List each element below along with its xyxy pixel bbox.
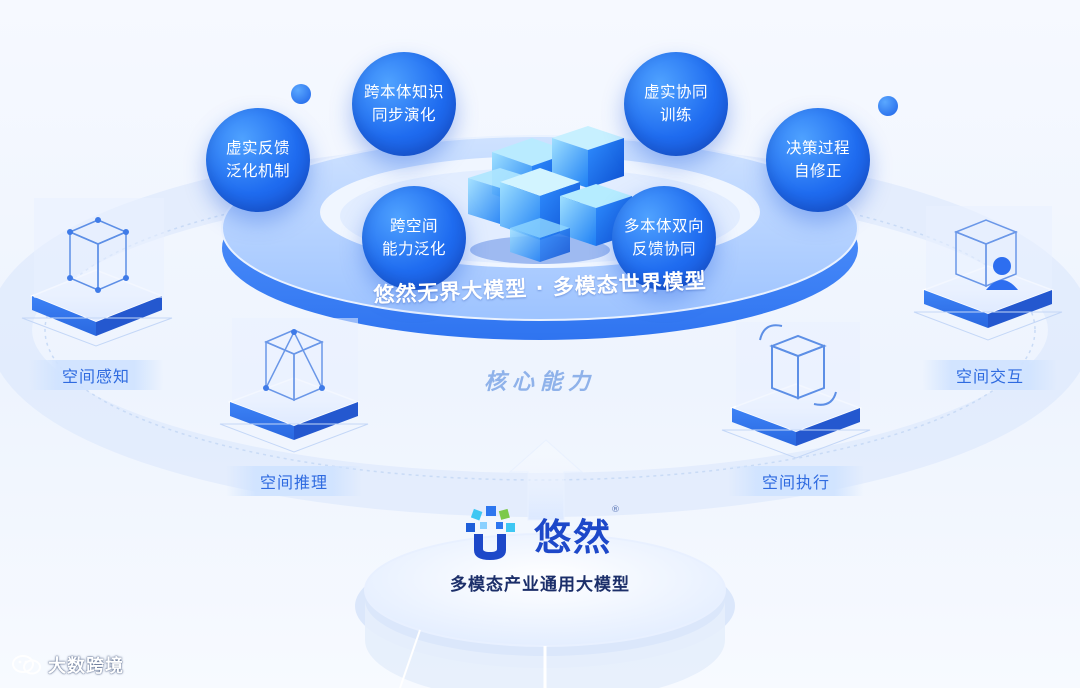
feature-bubble-knowledge: 跨本体知识 同步演化 (352, 52, 456, 156)
feature-bubble-decision: 决策过程 自修正 (766, 108, 870, 212)
feature-line: 反馈协同 (631, 240, 696, 258)
wechat-icon (12, 655, 41, 675)
capability-label-reasoning: 空间推理 (226, 466, 362, 496)
brand-subtitle: 多模态产业通用大模型 (450, 575, 630, 595)
feature-line: 跨空间 (389, 217, 438, 235)
feature-line: 训练 (659, 106, 692, 124)
feature-line: 虚实协同 (643, 83, 708, 101)
watermark-text: 大数跨境 (48, 656, 124, 677)
brand-name: 悠然 (534, 516, 612, 559)
capability-label-perception: 空间感知 (28, 360, 164, 390)
feature-line: 泛化机制 (225, 162, 290, 180)
feature-bubble-spatial: 跨空间 能力泛化 (362, 186, 466, 290)
feature-line: 同步演化 (371, 106, 436, 124)
capability-label-execution: 空间执行 (728, 466, 864, 496)
base-platform (355, 533, 735, 688)
cube-stack-icon (468, 126, 632, 264)
person-cube-icon (913, 206, 1063, 341)
feature-bubble-training: 虚实协同 训练 (624, 52, 728, 156)
feature-line: 跨本体知识 (363, 83, 444, 101)
feature-line: 决策过程 (785, 139, 850, 157)
rotating-cube-icon (721, 322, 871, 459)
brand-logo-icon (466, 506, 515, 560)
feature-line: 多本体双向 (623, 217, 704, 235)
core-capability-label: 核心能力 (483, 370, 596, 395)
feature-bubble-feedback: 虚实反馈 泛化机制 (206, 108, 310, 212)
feature-line: 能力泛化 (381, 240, 446, 258)
up-arrow (508, 439, 584, 521)
wireframe-pyramid-icon (219, 318, 369, 453)
watermark: 大数跨境 (12, 652, 124, 678)
feature-bubble-multibody: 多本体双向 反馈协同 (612, 186, 716, 290)
feature-line: 自修正 (793, 162, 842, 180)
decor-dot (291, 84, 311, 104)
feature-line: 虚实反馈 (225, 139, 290, 157)
wireframe-cube-icon (21, 198, 173, 347)
registered-mark: ® (611, 505, 620, 515)
capability-label-interaction: 空间交互 (922, 360, 1058, 390)
decor-dot (878, 96, 898, 116)
